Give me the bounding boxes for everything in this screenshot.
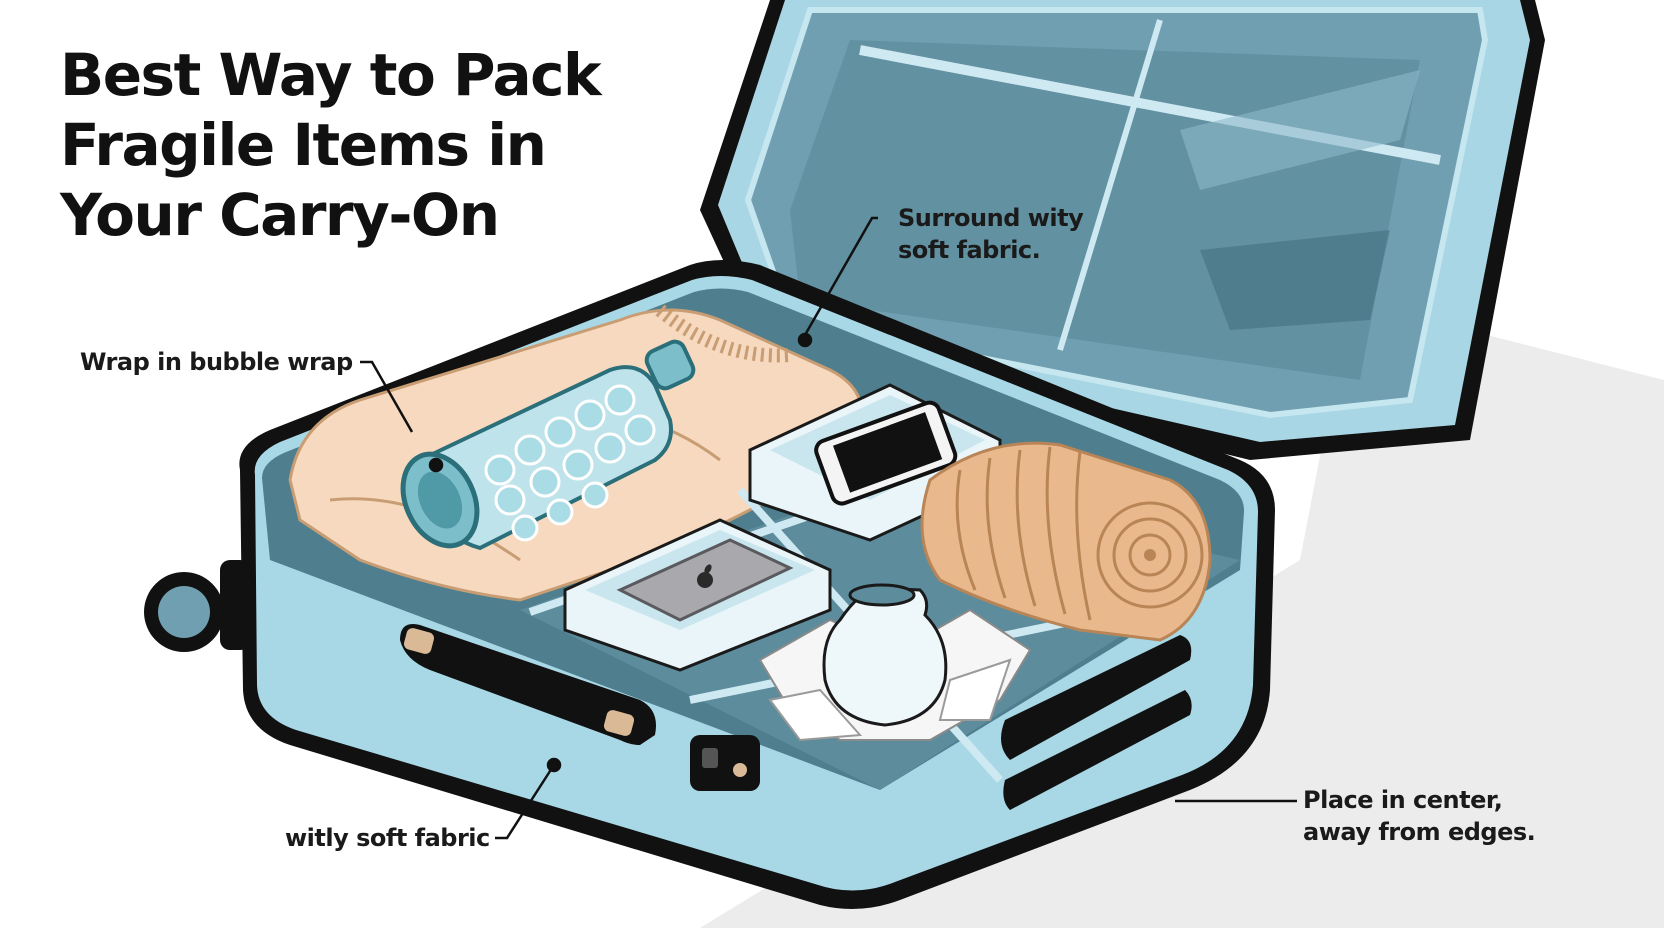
leader-surround <box>803 216 878 336</box>
title-line-2: Fragile Items in <box>60 111 547 179</box>
callout-leaders <box>360 216 1297 840</box>
callout-center-line-2: away from edges. <box>1303 818 1536 846</box>
rolled-towel <box>920 441 1212 642</box>
callout-center-line-1: Place in center, <box>1303 786 1503 814</box>
callout-surround: Surround wity soft fabric. <box>898 202 1084 266</box>
callout-wrap-text: Wrap in bubble wrap <box>80 348 353 376</box>
title-line-1: Best Way to Pack <box>60 41 602 109</box>
floor-shadow <box>700 300 1664 928</box>
callout-center: Place in center, away from edges. <box>1303 784 1536 848</box>
wheel <box>144 560 250 652</box>
vase-with-paper <box>758 583 1032 742</box>
tablet-in-case <box>563 518 832 672</box>
callout-wrap: Wrap in bubble wrap <box>80 346 353 378</box>
callout-surround-line-1: Surround wity <box>898 204 1084 232</box>
apple-logo-icon <box>697 564 713 588</box>
leader-wrap <box>360 360 414 433</box>
leader-fabric <box>495 767 554 840</box>
bubble-wrapped-bottle <box>400 339 696 551</box>
suitcase-handles <box>400 624 1192 810</box>
smartphone <box>814 400 958 506</box>
suitcase-lid <box>700 0 1545 460</box>
lock <box>690 735 760 791</box>
callout-fabric-text: witly soft fabric <box>285 824 490 852</box>
title-line-3: Your Carry-On <box>60 181 500 249</box>
callout-fabric: witly soft fabric <box>285 822 490 854</box>
page-title: Best Way to Pack Fragile Items in Your C… <box>60 40 680 250</box>
callout-surround-line-2: soft fabric. <box>898 236 1041 264</box>
